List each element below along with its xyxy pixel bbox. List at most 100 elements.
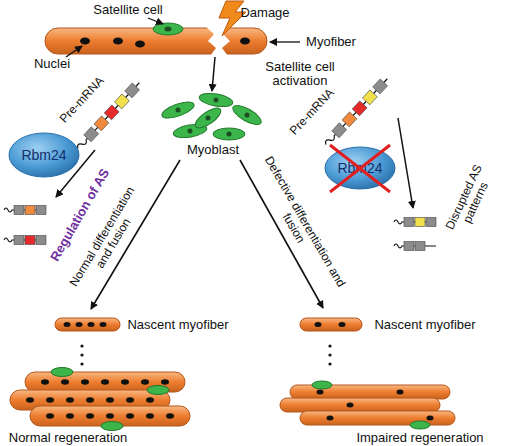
dot [80,344,83,347]
nucleus [46,413,54,419]
nucleus [88,322,95,327]
step-label: Satellite cell activation [250,60,350,88]
myoblast [213,128,245,140]
inhibition-cross [330,145,390,192]
mrna-product [394,218,436,227]
nascent-myofiber [300,318,362,331]
exon [25,206,35,215]
nucleus [339,322,346,327]
arrow-label: Normal differentiation and fusion [62,175,154,304]
nucleus [86,397,94,403]
satellite-cells [51,368,169,431]
exon [342,112,357,127]
nucleus [161,379,169,385]
rna-label: Pre-mRNA [57,74,106,125]
myoblast [192,104,223,131]
satellite-cell [147,386,169,395]
nucleus [188,129,193,134]
pre-mrna [322,75,391,148]
myoblast-cluster [160,91,264,140]
mrna-product [394,242,436,251]
satellite-cell [51,368,73,377]
nuclei [315,322,346,327]
exon [404,218,414,227]
mrna-product [4,206,46,215]
myoblast [160,99,196,122]
nucleus [135,41,145,48]
nucleus [397,390,404,395]
nucleus [80,38,90,45]
exon [415,242,425,251]
exon [25,236,35,245]
exon [14,236,24,245]
satellite-cell [101,422,123,431]
nucleus [227,132,232,137]
satellite-cell [410,421,430,429]
nucleus [61,379,69,385]
continuation-dots [80,344,331,365]
callout-label: Nuclei [34,57,70,71]
exon [84,127,99,142]
pointer-arrow [148,18,163,24]
inhibition-cross [330,145,390,192]
nascent-myofiber [55,318,120,331]
exon [415,218,425,227]
exon [36,236,46,245]
nucleus [41,379,49,385]
pointer-arrow [66,46,82,57]
fiber-label: Nascent myofiber [127,318,228,332]
nucleus [121,379,129,385]
outcome-label: Normal regeneration [9,431,128,445]
callout-label: Myofiber [306,35,356,49]
dot [328,344,331,347]
nucleus [46,397,54,403]
nucleus [64,322,71,327]
exon [352,101,367,116]
exon [332,123,347,138]
nucleus [66,413,74,419]
protein-ellipse: Rbm24 [324,146,396,190]
exon [362,90,377,105]
pointer-arrow [270,41,300,42]
nucleus [427,416,434,421]
myoblast-nuclei [176,98,250,137]
rna-strand [324,77,389,146]
exon [14,206,24,215]
exon [404,242,414,251]
nucleus [101,379,109,385]
exon [114,94,129,109]
satellite-cells [312,381,430,429]
splicing-arrow [398,118,413,208]
satellite-cell [153,23,183,35]
callout-label: Satellite cell [93,3,162,17]
satellite-cell [312,381,332,389]
nuclei [317,390,434,421]
rna-label: Pre-mRNA [287,86,336,137]
ellipse-shape [9,133,79,177]
nucleus [113,38,123,45]
nucleus [146,397,154,403]
nucleus [126,397,134,403]
outcome-label: Impaired regeneration [356,431,483,445]
activation-arrow [212,57,215,91]
text-holder: Rbm24 [8,132,80,178]
nucleus [165,27,172,32]
nucleus [327,416,334,421]
exon [36,206,46,215]
nucleus [106,413,114,419]
dot [80,353,83,356]
nucleus [126,413,134,419]
nuclei [64,322,107,327]
nuclei [26,379,174,419]
fiber-label: Nascent myofiber [374,318,475,332]
ellipse-shape [325,147,395,189]
protein-ellipse: Rbm24 [8,132,80,178]
nucleus [86,413,94,419]
myoblast [230,102,264,128]
dot [328,362,331,365]
nucleus [206,116,211,121]
nucleus [141,379,149,385]
nucleus [245,113,250,118]
nucleus [317,390,324,395]
